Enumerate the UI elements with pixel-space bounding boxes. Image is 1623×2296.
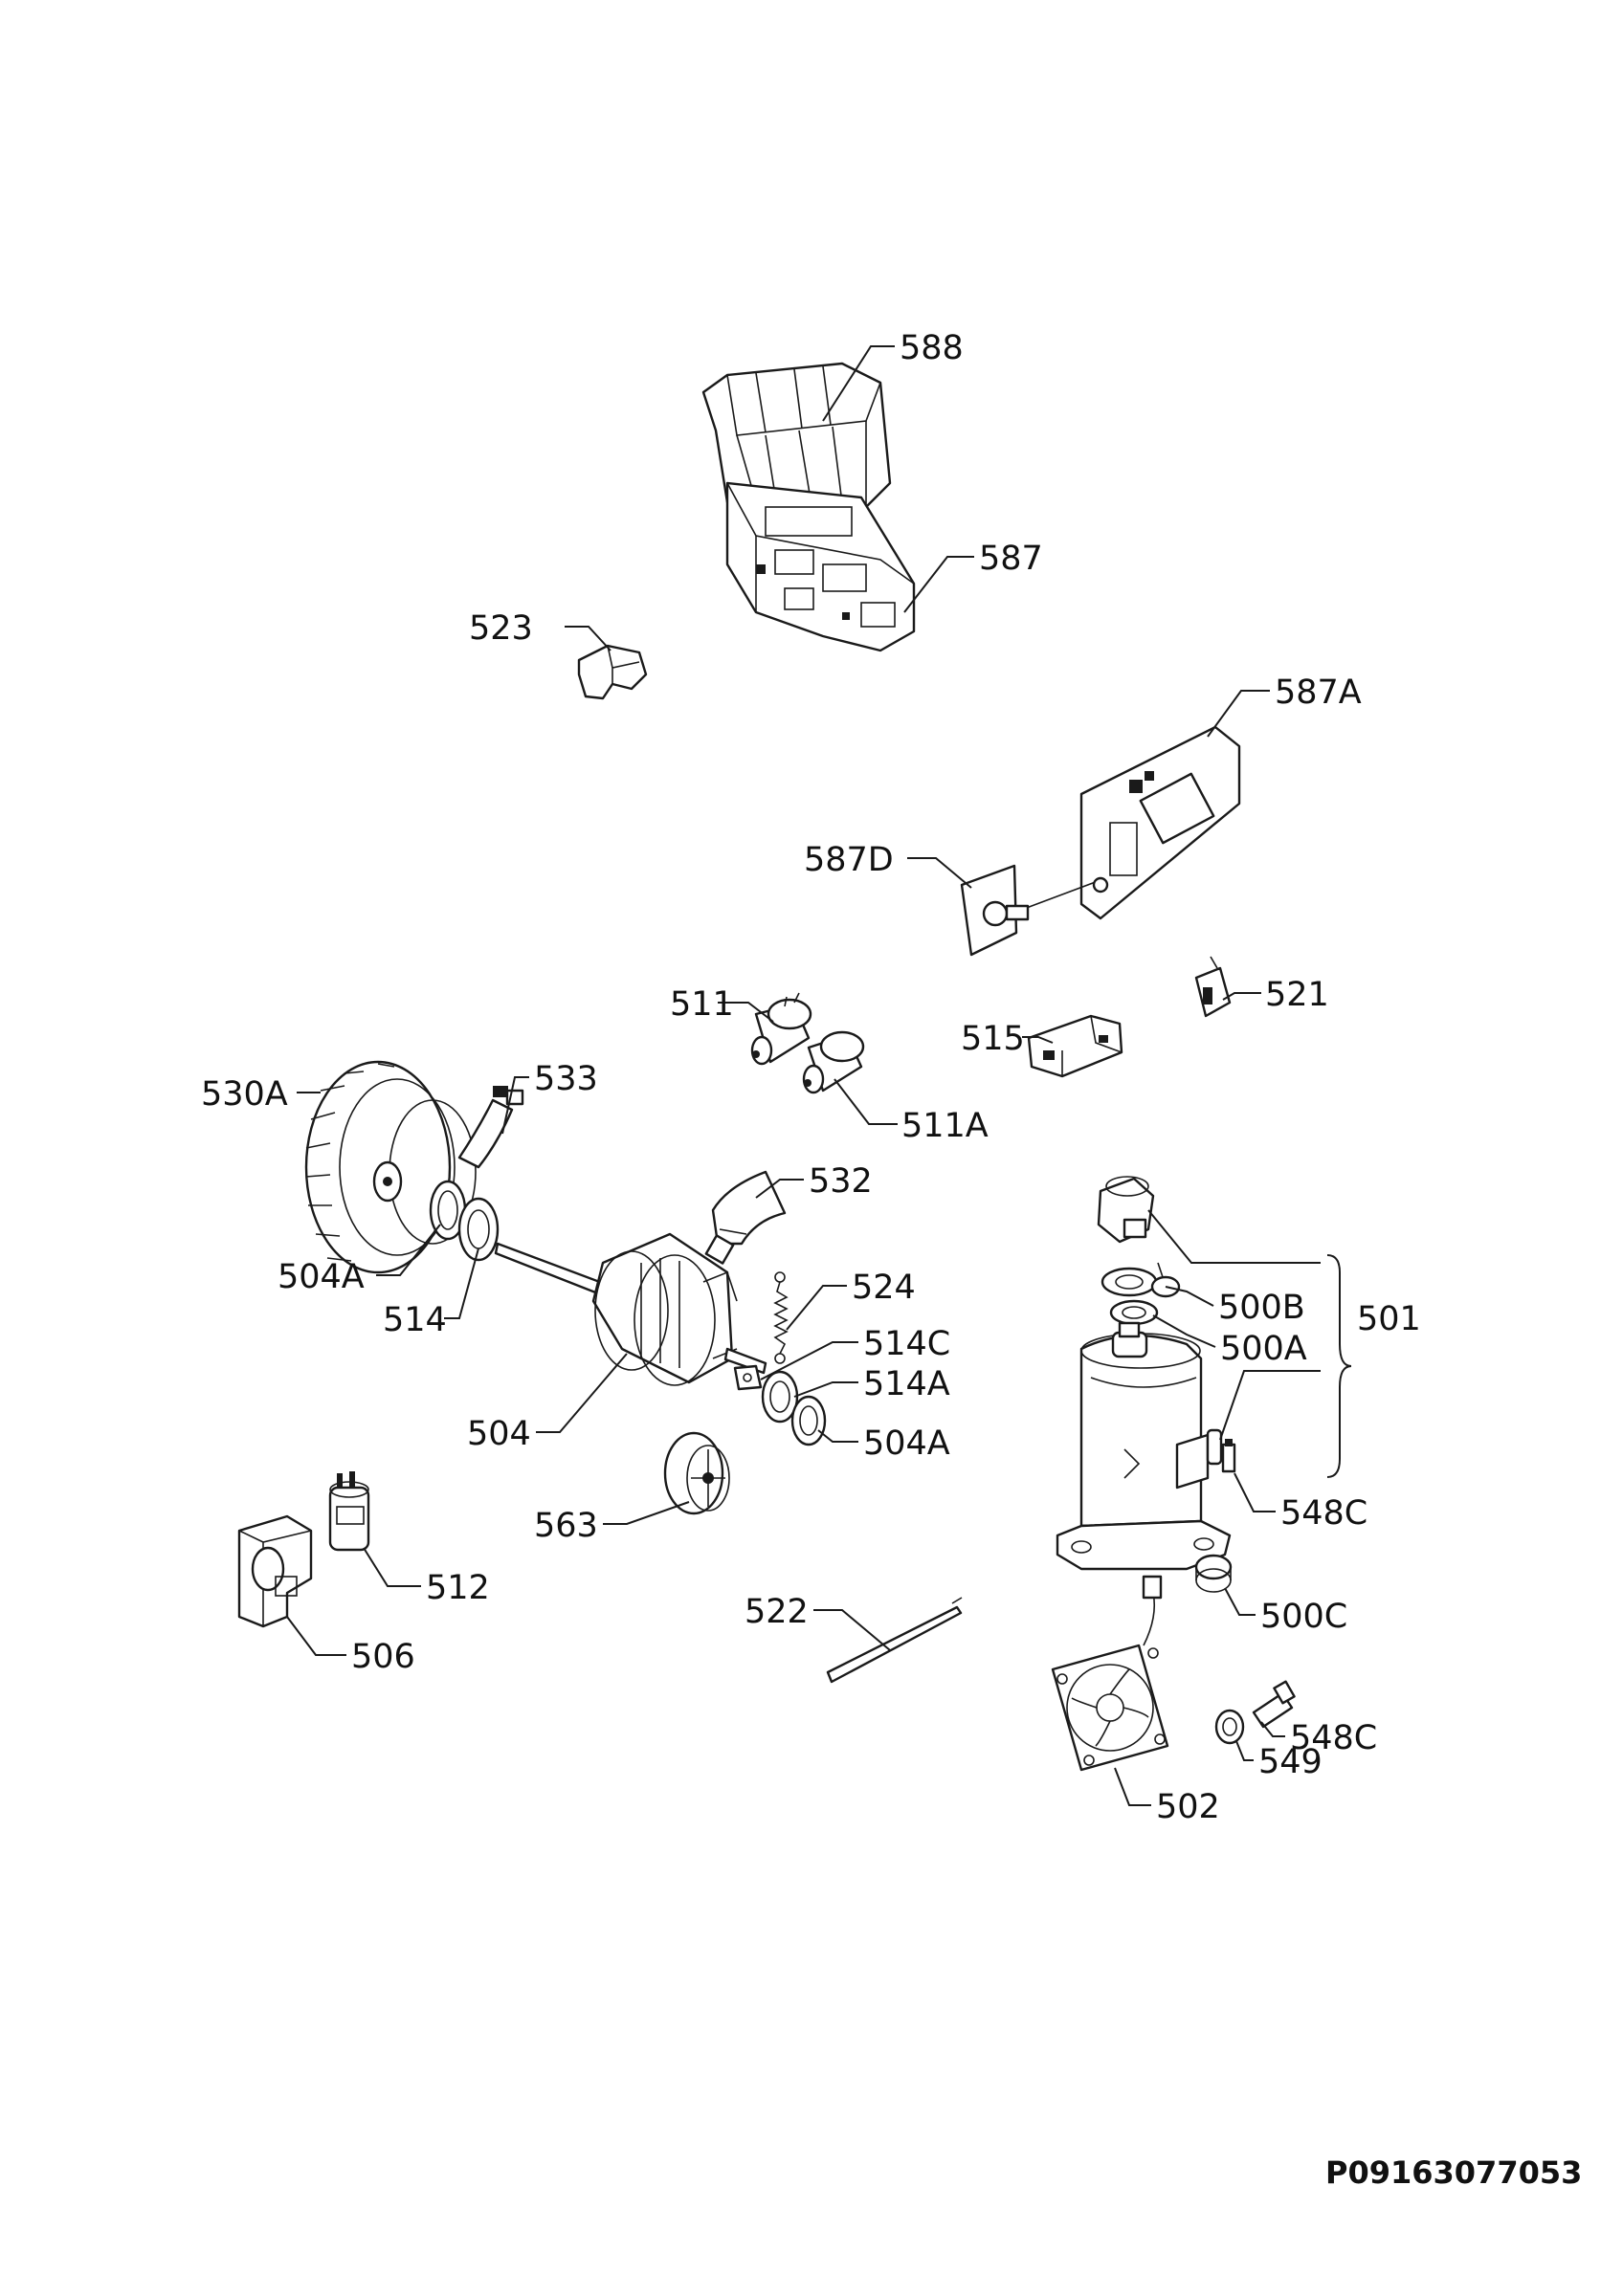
part-506-drawing: [237, 1514, 313, 1628]
part-521-drawing: [1194, 956, 1232, 1018]
label-512: 512: [426, 1569, 490, 1607]
label-530A: 530A: [201, 1075, 288, 1114]
label-588: 588: [900, 329, 964, 367]
label-514: 514: [383, 1301, 447, 1339]
part-587-drawing: [725, 481, 916, 652]
label-500C: 500C: [1260, 1598, 1347, 1636]
label-587: 587: [979, 540, 1043, 578]
part-530A-drawing: [304, 1060, 477, 1274]
label-514C: 514C: [863, 1325, 950, 1363]
label-524: 524: [852, 1269, 916, 1307]
label-500A: 500A: [1220, 1330, 1307, 1368]
label-548C-lower: 548C: [1290, 1719, 1377, 1757]
label-522: 522: [745, 1593, 809, 1631]
part-588-drawing: [701, 362, 892, 514]
part-500B-drawing: [1097, 1176, 1155, 1244]
leader-lines: [286, 345, 1352, 1806]
part-514C-drawing: [733, 1364, 763, 1391]
label-504A-right: 504A: [863, 1424, 950, 1463]
part-522-drawing: [826, 1597, 963, 1684]
label-501: 501: [1357, 1300, 1421, 1338]
part-515-drawing: [1027, 1014, 1123, 1078]
label-515: 515: [961, 1020, 1025, 1058]
label-502: 502: [1156, 1788, 1220, 1826]
part-549-drawing: [1214, 1709, 1245, 1745]
part-504A-right-drawing: [790, 1395, 827, 1446]
label-587D: 587D: [804, 841, 894, 879]
label-563: 563: [534, 1507, 598, 1545]
label-521: 521: [1265, 976, 1329, 1014]
part-500A-drawing: [1101, 1262, 1181, 1326]
part-labels: 588 587 523 587A 587D 511 511A 521 515 5…: [201, 329, 1421, 1826]
part-524-drawing: [773, 1271, 789, 1364]
part-500C-drawing: [1194, 1554, 1233, 1593]
part-523-drawing: [577, 644, 648, 700]
part-502-drawing: [1051, 1575, 1169, 1772]
label-587A: 587A: [1275, 673, 1362, 712]
label-514A: 514A: [863, 1365, 950, 1403]
part-587A-drawing: [994, 725, 1241, 920]
part-563-drawing: [663, 1431, 730, 1515]
part-532-drawing: [711, 1170, 787, 1246]
part-512-drawing: [328, 1471, 370, 1552]
label-500B: 500B: [1218, 1289, 1305, 1327]
part-587D-drawing: [960, 864, 1030, 957]
part-511A-drawing: [802, 1030, 865, 1094]
label-504: 504: [467, 1415, 531, 1453]
label-511A: 511A: [901, 1107, 989, 1145]
part-511-drawing: [750, 992, 812, 1066]
document-code: P09163077053: [1325, 2154, 1582, 2191]
part-548C-upper-drawing: [1221, 1439, 1236, 1473]
label-532: 532: [809, 1162, 873, 1201]
part-548C-lower-drawing: [1252, 1680, 1296, 1729]
part-501-compressor-drawing: [1056, 1321, 1232, 1571]
label-548C-upper: 548C: [1280, 1494, 1367, 1533]
label-533: 533: [534, 1060, 598, 1098]
part-514A-drawing: [761, 1370, 799, 1424]
label-504A-left: 504A: [278, 1258, 365, 1296]
label-549: 549: [1258, 1743, 1323, 1781]
label-511: 511: [670, 985, 734, 1024]
part-504-drawing: [494, 1232, 767, 1386]
label-523: 523: [469, 609, 533, 648]
part-533-drawing: [457, 1086, 524, 1169]
label-506: 506: [351, 1638, 415, 1676]
